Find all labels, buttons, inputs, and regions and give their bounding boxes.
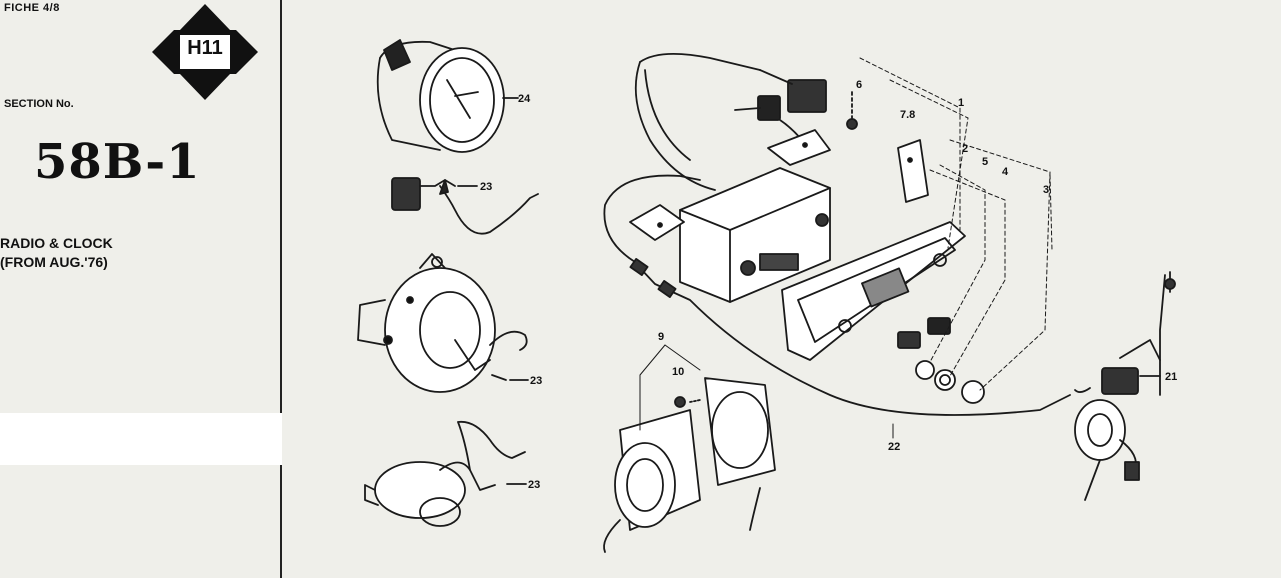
callout-23-lower: 23 (528, 479, 540, 491)
fiche-label: FICHE 4/8 (4, 2, 60, 14)
side-bracket[interactable] (897, 139, 929, 203)
section-number: 58B-1 (34, 134, 201, 190)
info-panel: FICHE 4/8 H11 SECTION No. 58B-1 RADIO & … (0, 0, 282, 578)
navigation-badge[interactable]: H11 (150, 2, 260, 102)
callout-leaders-speaker (639, 344, 701, 431)
callout-5: 5 (982, 156, 988, 168)
screw-part[interactable] (846, 91, 858, 130)
callout-2: 2 (962, 143, 968, 155)
clock-part[interactable] (376, 39, 505, 153)
alternator-part[interactable] (357, 253, 528, 393)
callout-21: 21 (1165, 371, 1177, 383)
callout-leaders-radio (859, 57, 1053, 391)
knob-parts[interactable] (897, 317, 985, 404)
navigation-arrows-icon (152, 4, 258, 100)
description-line-2: (FROM AUG.'76) (0, 254, 108, 270)
speaker-part[interactable] (603, 377, 776, 553)
callout-3: 3 (1043, 184, 1049, 196)
radio-unit[interactable] (679, 0, 831, 303)
callout-1: 1 (958, 97, 964, 109)
radio-harness[interactable] (634, 52, 827, 191)
callout-6: 6 (856, 79, 862, 91)
radio-bezel[interactable] (781, 221, 966, 361)
callout-23-middle: 23 (530, 375, 542, 387)
section-label: SECTION No. (4, 98, 74, 110)
solenoid-part[interactable] (364, 420, 526, 527)
exploded-parts-diagram: 24 23 23 23 6 7.8 1 2 5 4 3 9 10 21 22 (357, 0, 1177, 553)
antenna-part[interactable] (1074, 271, 1176, 501)
badge-code: H11 (187, 37, 223, 59)
antenna-cable[interactable] (603, 174, 1071, 416)
callout-23-upper: 23 (480, 181, 492, 193)
connector-part-upper[interactable] (391, 177, 539, 235)
mounting-plate[interactable] (629, 129, 831, 241)
callout-22: 22 (888, 441, 900, 453)
description-line-1: RADIO & CLOCK (0, 235, 113, 251)
callout-24: 24 (518, 93, 531, 105)
callout-4: 4 (1002, 166, 1009, 178)
section-description: RADIO & CLOCK (FROM AUG.'76) (0, 234, 113, 272)
blank-label-area (0, 413, 282, 465)
callout-9: 9 (658, 331, 664, 343)
callout-7-8: 7.8 (900, 109, 915, 121)
callout-10: 10 (672, 366, 684, 378)
